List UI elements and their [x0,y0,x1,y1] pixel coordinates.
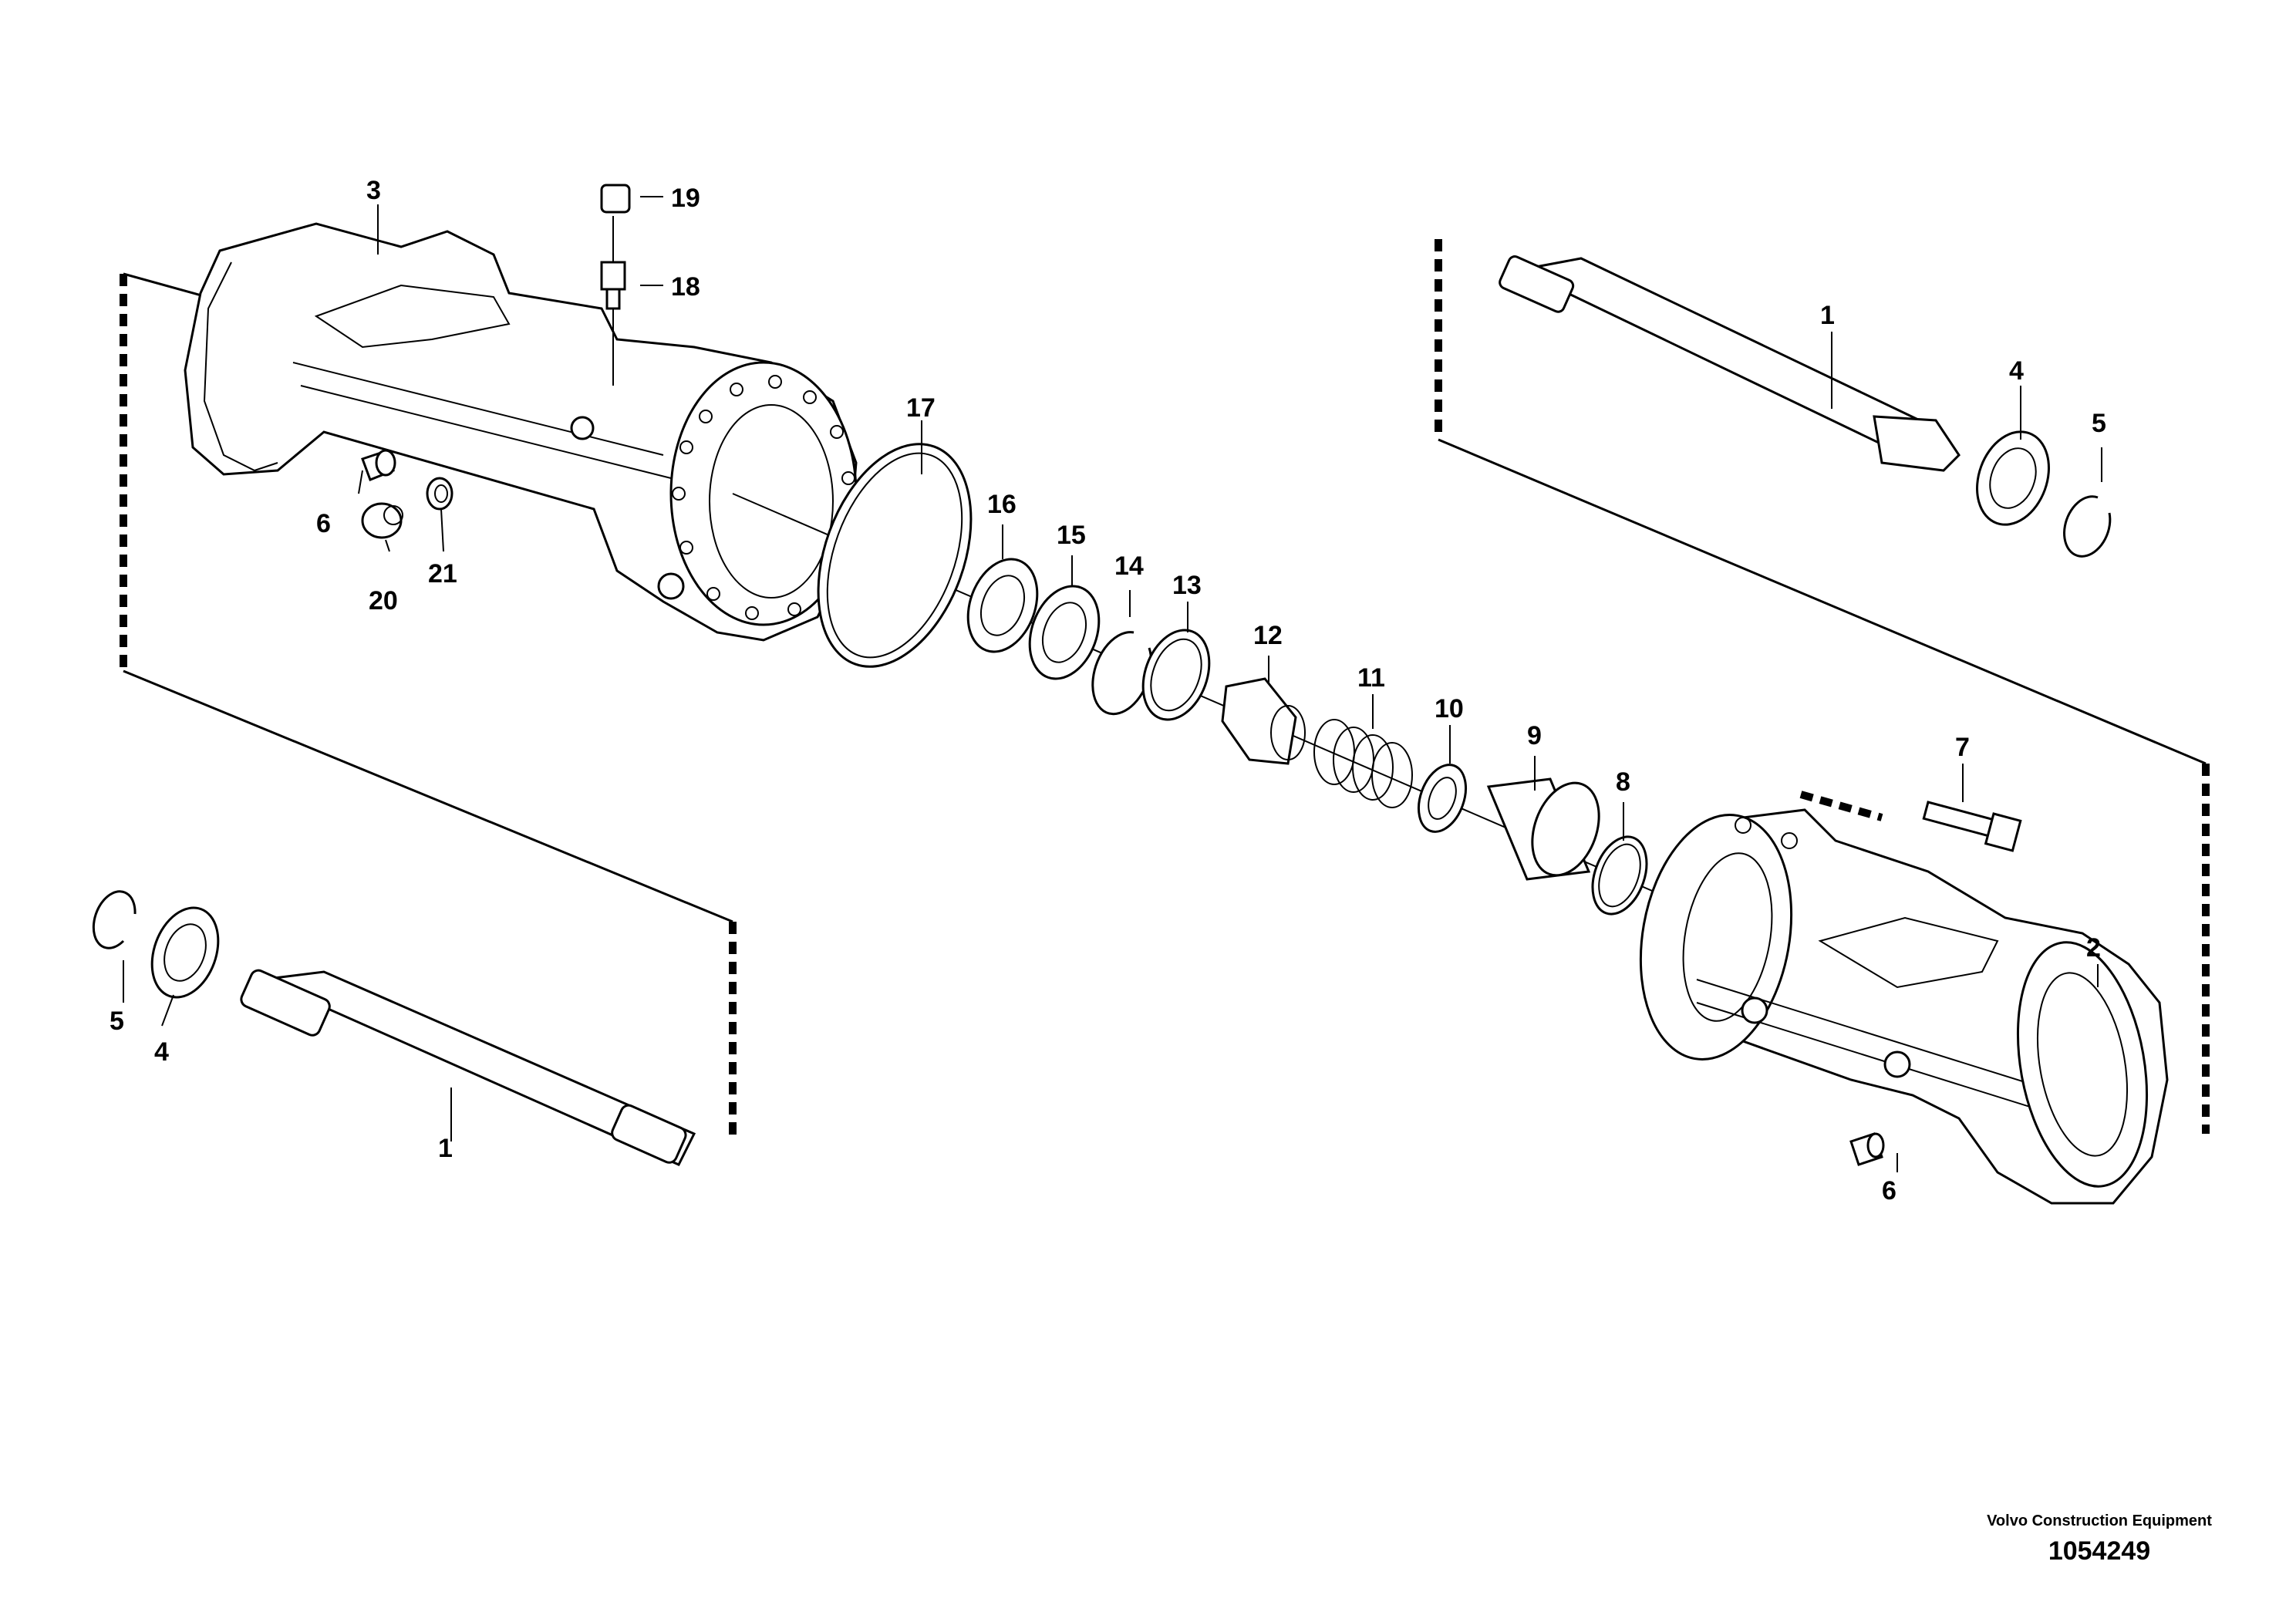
callout-1-bottom-left: 1 [438,1134,453,1163]
callout-5-bottom-left: 5 [110,1007,124,1036]
spring-11 [1313,719,1413,808]
shaft-1-bottom-left [240,969,696,1166]
bearing-15 [1028,585,1101,680]
callout-21: 21 [428,559,457,588]
callout-12: 12 [1253,621,1283,650]
callout-2: 2 [2086,933,2101,963]
callout-13: 13 [1172,571,1202,600]
plug-6-right [1849,1132,1885,1166]
callout-1-top-right: 1 [1820,301,1835,330]
washer-21 [426,477,453,511]
callout-6-right: 6 [1882,1176,1896,1206]
part-number: 1054249 [2048,1536,2151,1566]
bolt-7 [1922,801,2022,852]
callout-20: 20 [369,586,398,615]
snap-ring-5-bottom-left [92,890,137,949]
ring-8 [1591,835,1648,916]
callout-3: 3 [366,176,381,205]
shaft-1-top-right [1499,255,1961,472]
callout-5-top-right: 5 [2092,409,2106,438]
housing-bolt-holes-left [672,375,855,620]
callout-15: 15 [1057,521,1086,550]
diagram-caption: Volvo Construction Equipment 1054249 [1945,1512,2254,1566]
breather-18 [600,261,626,310]
callout-17: 17 [906,393,936,423]
leader-lines [123,196,2102,1172]
bushing-9 [1486,777,1600,881]
bearing-10 [1418,764,1467,833]
callout-8: 8 [1616,767,1630,797]
callout-11: 11 [1357,663,1385,693]
company-name: Volvo Construction Equipment [1987,1512,2212,1529]
plug-6-left [361,449,396,481]
callout-19: 19 [671,184,700,213]
plug-20 [361,502,403,539]
bearing-16 [966,558,1039,653]
snap-ring-5-top-right [2063,495,2112,558]
callout-7: 7 [1955,733,1970,762]
callout-18: 18 [671,272,700,302]
callout-9: 9 [1527,721,1542,750]
snap-ring-14 [1091,631,1153,716]
callouts: 3 19 18 6 20 21 17 16 15 14 13 12 11 10 … [110,176,2106,1206]
axle-housing-right [1639,808,2169,1205]
callout-6-left: 6 [316,509,331,538]
bearing-4-top-right [1976,430,2050,526]
callout-10: 10 [1435,694,1464,723]
callout-4-bottom-left: 4 [154,1037,169,1067]
ring-13 [1141,629,1211,721]
sleeve-12 [1221,677,1306,765]
axle-housing-left [184,222,858,642]
callout-16: 16 [987,490,1017,519]
o-ring-17 [817,443,973,668]
dashed-frame-right [1435,239,2210,1134]
cap-19 [600,184,631,214]
bearing-4-bottom-left [150,906,220,999]
callout-4-top-right: 4 [2009,356,2024,386]
callout-14: 14 [1114,551,1144,581]
